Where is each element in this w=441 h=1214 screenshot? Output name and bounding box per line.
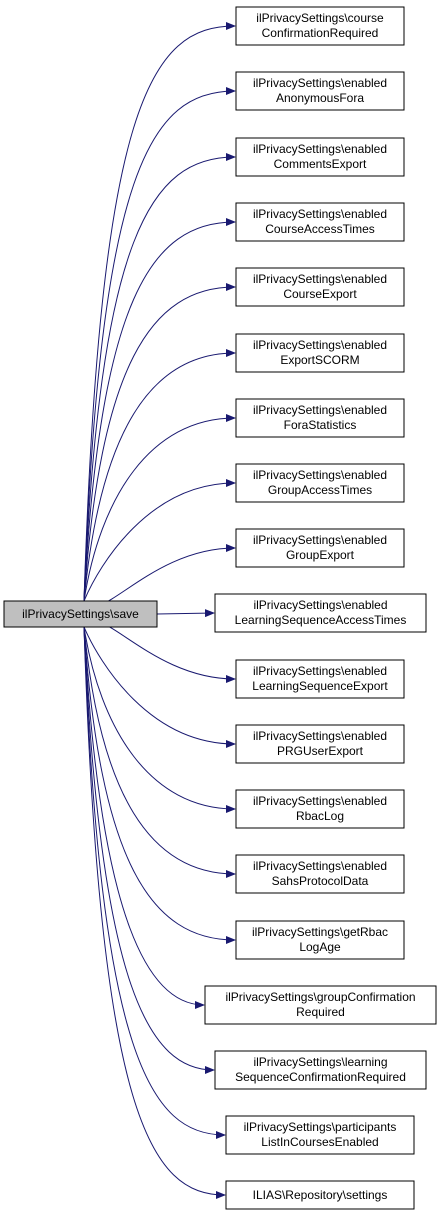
callee-node-label: SahsProtocolData [272,874,369,888]
call-edge [83,218,236,602]
callee-node-label: ilPrivacySettings\enabled [253,794,387,808]
callee-node-label: LearningSequenceAccessTimes [235,613,407,627]
callee-node[interactable]: ilPrivacySettings\courseConfirmationRequ… [235,6,405,46]
callee-node-box [235,659,405,699]
callee-node-box [235,463,405,503]
callee-node[interactable]: ilPrivacySettings\enabledSahsProtocolDat… [235,854,405,894]
callee-node-label: LogAge [299,940,341,954]
callee-node-label: ilPrivacySettings\enabled [253,142,387,156]
root-node-label: ilPrivacySettings\save [22,607,139,621]
callee-node-box [235,333,405,373]
callee-node-box [204,985,437,1025]
callee-node-box [235,398,405,438]
callee-node[interactable]: ilPrivacySettings\enabledLearningSequenc… [235,659,405,699]
callee-node-box [235,724,405,764]
callee-node-label: ilPrivacySettings\enabled [253,272,387,286]
callee-node-label: ilPrivacySettings\enabled [253,859,387,873]
callee-node-label: ilPrivacySettings\enabled [253,468,387,482]
call-edge [83,283,236,602]
call-edge [83,626,205,1009]
callee-node-label: ConfirmationRequired [262,26,379,40]
call-edge [83,626,236,813]
callee-node-label: ilPrivacySettings\groupConfirmation [225,990,415,1004]
call-edge [83,626,226,1139]
callee-node-label: RbacLog [296,809,344,823]
callee-node-label: CommentsExport [274,157,367,171]
call-edge [83,620,236,683]
call-edge [83,626,236,748]
call-edge [83,544,236,608]
callee-node-label: ILIAS\Repository\settings [253,1188,388,1202]
callee-node[interactable]: ilPrivacySettings\participantsListInCour… [225,1115,415,1155]
callee-node-box [225,1180,415,1210]
callee-node-label: SequenceConfirmationRequired [235,1070,406,1084]
call-edge [156,609,215,618]
callee-node-label: CourseExport [283,287,357,301]
callee-node-label: ilPrivacySettings\enabled [253,338,387,352]
callee-node-box [235,528,405,568]
call-edge [83,626,236,944]
callee-node-box [235,920,405,960]
callee-node-label: ilPrivacySettings\learning [253,1055,387,1069]
callee-node-label: PRGUserExport [277,744,364,758]
callee-node-label: ilPrivacySettings\enabled [253,207,387,221]
call-edge [83,626,236,878]
callee-node-box [235,789,405,829]
callee-node-label: GroupAccessTimes [268,483,372,497]
callee-node-box [225,1115,415,1155]
callee-node-label: LearningSequenceExport [252,679,388,693]
callee-node-box [214,593,427,633]
call-edge [83,153,236,602]
callee-node-label: ilPrivacySettings\enabled [253,729,387,743]
call-edge [83,414,236,602]
callee-node-box [235,137,405,177]
callee-node[interactable]: ilPrivacySettings\enabledCourseAccessTim… [235,202,405,242]
call-edge [83,22,236,602]
callee-node-box [235,202,405,242]
callee-node-label: ExportSCORM [280,353,359,367]
call-edge [83,87,236,602]
call-edge [83,626,215,1074]
call-edge [83,626,226,1199]
callee-node-label: ilPrivacySettings\course [256,11,384,25]
callee-node-label: ilPrivacySettings\getRbac [252,925,388,939]
callee-node-label: ilPrivacySettings\enabled [253,598,387,612]
callee-node-label: Required [296,1005,345,1019]
call-edge [83,479,236,602]
callee-node-box [235,6,405,46]
callee-node-label: ForaStatistics [284,418,357,432]
callee-node-box [235,71,405,111]
callee-node[interactable]: ilPrivacySettings\learningSequenceConfir… [214,1050,427,1090]
callee-node[interactable]: ilPrivacySettings\groupConfirmationRequi… [204,985,437,1025]
callee-node-label: CourseAccessTimes [265,222,375,236]
callee-node-box [214,1050,427,1090]
callee-node-label: ilPrivacySettings\enabled [253,533,387,547]
callee-node-label: AnonymousFora [276,91,364,105]
callee-node[interactable]: ilPrivacySettings\enabledGroupAccessTime… [235,463,405,503]
callee-node[interactable]: ilPrivacySettings\enabledLearningSequenc… [214,593,427,633]
root-node[interactable]: ilPrivacySettings\save [3,600,158,628]
callee-node-label: ilPrivacySettings\enabled [253,403,387,417]
call-edge [83,349,236,602]
callee-node-label: ilPrivacySettings\enabled [253,664,387,678]
callee-node-label: ilPrivacySettings\enabled [253,76,387,90]
callee-node-box [235,854,405,894]
callee-node-label: GroupExport [286,548,355,562]
callee-node-label: ilPrivacySettings\participants [244,1120,397,1134]
callee-node[interactable]: ILIAS\Repository\settings [225,1180,415,1210]
callee-node-box [235,267,405,307]
callee-node-label: ListInCoursesEnabled [261,1135,378,1149]
